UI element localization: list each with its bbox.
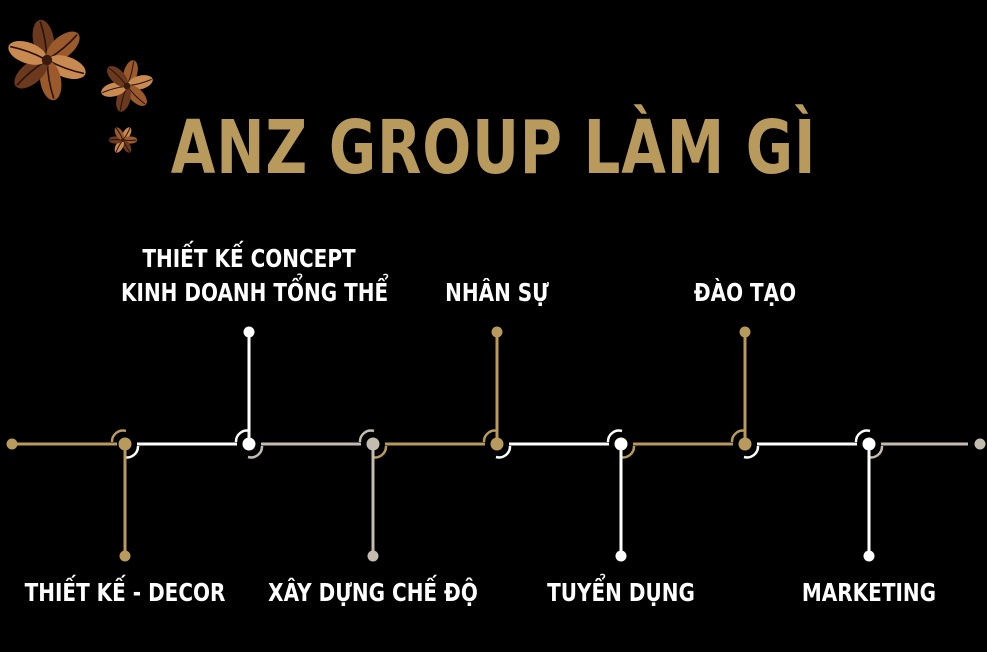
timeline-label-line: XÂY DỰNG CHẾ ĐỘ (268, 578, 478, 607)
timeline-node (366, 437, 380, 451)
coffee-flower-icon (101, 60, 153, 112)
timeline-label-line: THIẾT KẾ CONCEPT (142, 244, 356, 273)
timeline-end-dot (974, 438, 986, 450)
timeline-label: THIẾT KẾ CONCEPT KINH DOANH TỔNG THỂ (121, 242, 389, 310)
timeline-label: THIẾT KẾ - DECOR (0, 576, 253, 610)
timeline-label-line: KINH DOANH TỔNG THỂ (121, 278, 389, 307)
timeline-label: TUYỂN DỤNG (493, 576, 749, 610)
timeline-stem-dot (367, 550, 379, 562)
timeline-label: XÂY DỰNG CHẾ ĐỘ (245, 576, 501, 610)
coffee-flower-icon (8, 19, 86, 101)
timeline-stem-dot (863, 550, 875, 562)
page-title: ANZ GROUP LÀM GÌ (170, 105, 817, 191)
timeline-node (738, 437, 752, 451)
timeline-node (862, 437, 876, 451)
timeline-start-dot (6, 438, 18, 450)
timeline-stem-dot (739, 326, 751, 338)
timeline-label-line: THIẾT KẾ - DECOR (24, 578, 226, 607)
timeline-label-line: NHÂN SỰ (445, 278, 549, 307)
timeline-node (490, 437, 504, 451)
timeline-node (118, 437, 132, 451)
timeline-line (6, 429, 986, 459)
timeline-node (614, 437, 628, 451)
timeline-label: NHÂN SỰ (369, 276, 625, 310)
timeline-stem-dot (491, 326, 503, 338)
timeline-label-line: MARKETING (801, 578, 937, 607)
timeline-label-line: TUYỂN DỤNG (547, 578, 695, 607)
timeline-label: ĐÀO TẠO (617, 276, 873, 310)
coffee-flower-icon (108, 127, 138, 153)
timeline-stem-dot (615, 550, 627, 562)
timeline-label: MARKETING (741, 576, 987, 610)
timeline-label-line: ĐÀO TẠO (693, 278, 797, 307)
timeline-stem-dot (119, 550, 131, 562)
timeline-node (242, 437, 256, 451)
timeline-stem-dot (243, 326, 255, 338)
